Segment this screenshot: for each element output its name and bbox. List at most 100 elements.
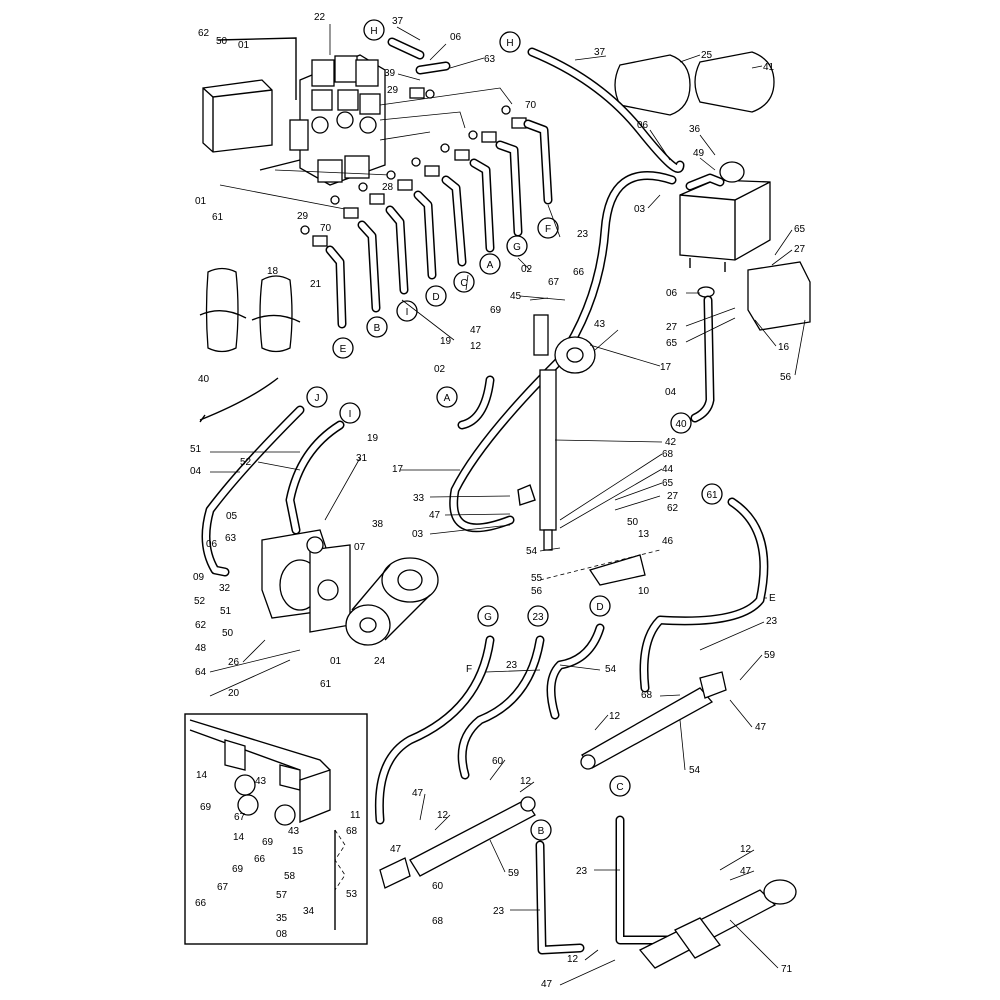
label-36: 36 [689, 124, 701, 135]
cable-tie-40 [199, 377, 279, 423]
label-12: 12 [470, 341, 482, 352]
label-61-pump: 61 [320, 679, 332, 690]
label-56-b: 56 [531, 586, 543, 597]
label-12-c: 60 [492, 756, 504, 767]
label-27: 27 [794, 244, 806, 255]
label-50-c: 50 [627, 517, 639, 528]
label-65-b: 65 [666, 338, 678, 349]
label-04-tank: 04 [665, 387, 677, 398]
ref-E-lower: 23 [532, 612, 544, 623]
label-06: 06 [450, 32, 462, 43]
label-54-b: 47 [755, 722, 767, 733]
ref-F: F [545, 224, 551, 235]
lower-hoses [374, 497, 769, 955]
inset-detail-frame [184, 713, 368, 945]
cylinder-60-lower [379, 796, 536, 889]
hydraulic-tank [679, 161, 771, 272]
label-54-c: 68 [432, 916, 444, 927]
label-10: 10 [638, 586, 650, 597]
ref-D-lower: G [484, 612, 492, 623]
label-04: 04 [190, 466, 202, 477]
label-01-box: 01 [195, 196, 207, 207]
drive-belt-pulleys [345, 557, 439, 646]
label-48: 48 [195, 643, 207, 654]
label-69-c: 69 [232, 864, 244, 875]
ref-letters: H H E B I D C A G F A 40 J I 61 G 23 D C… [306, 19, 723, 841]
label-25: 25 [701, 50, 713, 61]
label-19: 19 [440, 336, 452, 347]
label-69-b: 69 [262, 837, 274, 848]
label-43-inset: 43 [255, 776, 267, 787]
ref-H-right: H [506, 38, 513, 49]
label-60: 54 [689, 765, 701, 776]
label-40: 40 [198, 374, 210, 385]
label-05: 05 [226, 511, 238, 522]
label-17: 17 [660, 362, 672, 373]
label-01-pump: 01 [330, 656, 342, 667]
label-54: 54 [526, 546, 538, 557]
label-06-pump: 06 [206, 539, 218, 550]
ref-J-tank: 40 [675, 419, 687, 430]
label-15: 15 [292, 846, 304, 857]
label-12-b: 68 [641, 690, 653, 701]
label-23-b: 23 [493, 906, 505, 917]
label-62-b: 62 [195, 620, 207, 631]
label-34: 34 [303, 906, 315, 917]
label-71: 71 [781, 964, 793, 975]
label-23: 23 [577, 229, 589, 240]
label-66-inset: 66 [254, 854, 266, 865]
label-55: 55 [531, 573, 543, 584]
label-66: 66 [573, 267, 585, 278]
label-67: 67 [548, 277, 560, 288]
label-14-b: 14 [233, 832, 245, 843]
label-13: 13 [638, 529, 650, 540]
label-61: 61 [212, 212, 224, 223]
label-47-f: 47 [740, 866, 752, 877]
label-35: 35 [276, 913, 288, 924]
label-70: 70 [525, 100, 537, 111]
label-67-inset: 67 [234, 812, 246, 823]
label-53: 53 [346, 889, 358, 900]
label-58: 58 [284, 871, 296, 882]
ref-E: E [340, 344, 347, 355]
label-31: 31 [356, 453, 368, 464]
label-12-e: 12 [740, 844, 752, 855]
label-69: 69 [490, 305, 502, 316]
mounting-bracket-parts [517, 484, 661, 586]
label-47-d: 12 [520, 776, 532, 787]
ref-B: B [374, 323, 381, 334]
label-27-b: 27 [666, 322, 678, 333]
valve-outlet-leaders [219, 87, 513, 211]
pump-hoses [201, 405, 345, 577]
label-51: 51 [190, 444, 202, 455]
label-21: 21 [310, 279, 322, 290]
label-23-d: F [466, 664, 472, 675]
label-68-c: 60 [432, 881, 444, 892]
ref-H-top: H [370, 26, 377, 37]
label-66-b: 66 [195, 898, 207, 909]
label-26: 26 [228, 657, 240, 668]
label-63-pump: 63 [225, 533, 237, 544]
label-29-b: 29 [297, 211, 309, 222]
label-38: 38 [372, 519, 384, 530]
tank-bracket [747, 261, 811, 331]
ref-I-pump: I [349, 409, 352, 420]
leader-lines [209, 24, 806, 986]
ref-A: A [487, 260, 494, 271]
label-56: 56 [780, 372, 792, 383]
label-23-f: 54 [605, 664, 617, 675]
label-68-inset: 68 [346, 826, 358, 837]
cylinder-60-upper [580, 671, 727, 770]
label-02-b: 02 [434, 364, 446, 375]
ref-C-lower: C [616, 782, 623, 793]
label-28: 28 [382, 182, 394, 193]
ref-I: I [406, 307, 409, 318]
label-43-b: 43 [288, 826, 300, 837]
label-08: 08 [276, 929, 288, 940]
label-47: 47 [470, 325, 482, 336]
label-47-e: 12 [437, 810, 449, 821]
label-12-d: 47 [412, 788, 424, 799]
label-23-e: 23 [506, 660, 518, 671]
label-29: 29 [387, 85, 399, 96]
